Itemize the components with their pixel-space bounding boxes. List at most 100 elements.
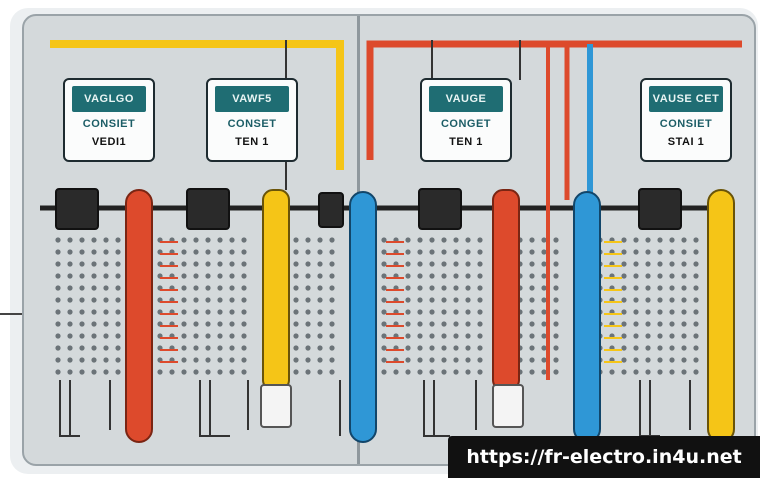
terminal-dot [633,273,639,279]
terminal-dot [541,261,547,267]
terminal-dot [529,345,535,351]
terminal-dot [67,249,73,255]
terminal-dot [193,333,199,339]
terminal-dot [91,369,97,375]
terminal-dot [405,285,411,291]
terminal-dot [79,285,85,291]
terminal-dot [429,321,435,327]
terminal-dot [241,309,247,315]
terminal-dot [115,273,121,279]
terminal-dot [329,369,335,375]
terminal-dot [293,273,299,279]
terminal-dot [417,333,423,339]
terminal-dot [645,273,651,279]
terminal-dot [453,273,459,279]
terminal-dot [441,321,447,327]
terminal-dot [181,369,187,375]
terminal-dot [79,309,85,315]
terminal-dot [477,285,483,291]
terminal-dot [477,345,483,351]
terminal-dot [477,357,483,363]
terminal-dot [217,285,223,291]
terminal-dot [305,321,311,327]
terminal-dot [657,249,663,255]
terminal-dot [241,261,247,267]
terminal-dot [55,333,61,339]
terminal-dot [103,309,109,315]
terminal-dot [681,369,687,375]
terminal-dot [91,249,97,255]
terminal-dot [317,345,323,351]
terminal-dot [241,345,247,351]
yellow-vertical-wire [262,189,290,391]
terminal-dot [417,345,423,351]
terminal-dot [293,333,299,339]
terminal-dot [193,249,199,255]
terminal-dot [693,333,699,339]
terminal-dot [305,369,311,375]
terminal-dot [217,345,223,351]
terminal-dot [693,261,699,267]
terminal-dot [529,321,535,327]
terminal-dot [417,357,423,363]
terminal-dot [55,249,61,255]
terminal-dot [621,261,627,267]
terminal-dot [305,345,311,351]
terminal-dot [381,333,387,339]
terminal-dot [453,357,459,363]
terminal-dot [453,237,459,243]
terminal-dot [633,237,639,243]
terminal-dot [429,345,435,351]
terminal-dot [115,237,121,243]
terminal-dot [55,321,61,327]
terminal-dot [405,345,411,351]
terminal-dot [169,369,175,375]
terminal-dot [429,285,435,291]
terminal-dot [329,249,335,255]
terminal-dot [115,309,121,315]
terminal-dot [317,369,323,375]
terminal-dot [193,309,199,315]
white-plug [260,384,292,428]
terminal-dot [381,261,387,267]
terminal-dot [79,345,85,351]
terminal-dot [317,285,323,291]
terminal-dot [229,249,235,255]
terminal-dot [477,297,483,303]
terminal-dot [181,237,187,243]
terminal-dot [205,273,211,279]
terminal-dot [293,261,299,267]
terminal-dot [79,273,85,279]
terminal-dot [293,285,299,291]
terminal-dot [529,249,535,255]
terminal-dot [205,309,211,315]
terminal-dot [293,297,299,303]
terminal-dot [293,309,299,315]
terminal-dot [429,297,435,303]
terminal-dot [405,369,411,375]
terminal-dot [79,297,85,303]
terminal-dot [453,261,459,267]
terminal-dot [417,261,423,267]
terminal-dot [305,237,311,243]
terminal-dot [541,297,547,303]
terminal-dot [669,249,675,255]
terminal-dot [645,297,651,303]
terminal-dot [115,297,121,303]
terminal-dot [645,261,651,267]
terminal-dot [541,333,547,339]
terminal-dot [329,273,335,279]
terminal-dot [693,237,699,243]
terminal-dot [633,369,639,375]
terminal-dot [669,321,675,327]
red-top-wire [366,40,742,160]
terminal-dot [55,345,61,351]
terminal-dot [645,369,651,375]
terminal-dot [241,357,247,363]
terminal-dot [329,285,335,291]
terminal-dot [241,321,247,327]
terminal-dot [529,357,535,363]
terminal-dot [293,357,299,363]
terminal-dot [91,237,97,243]
